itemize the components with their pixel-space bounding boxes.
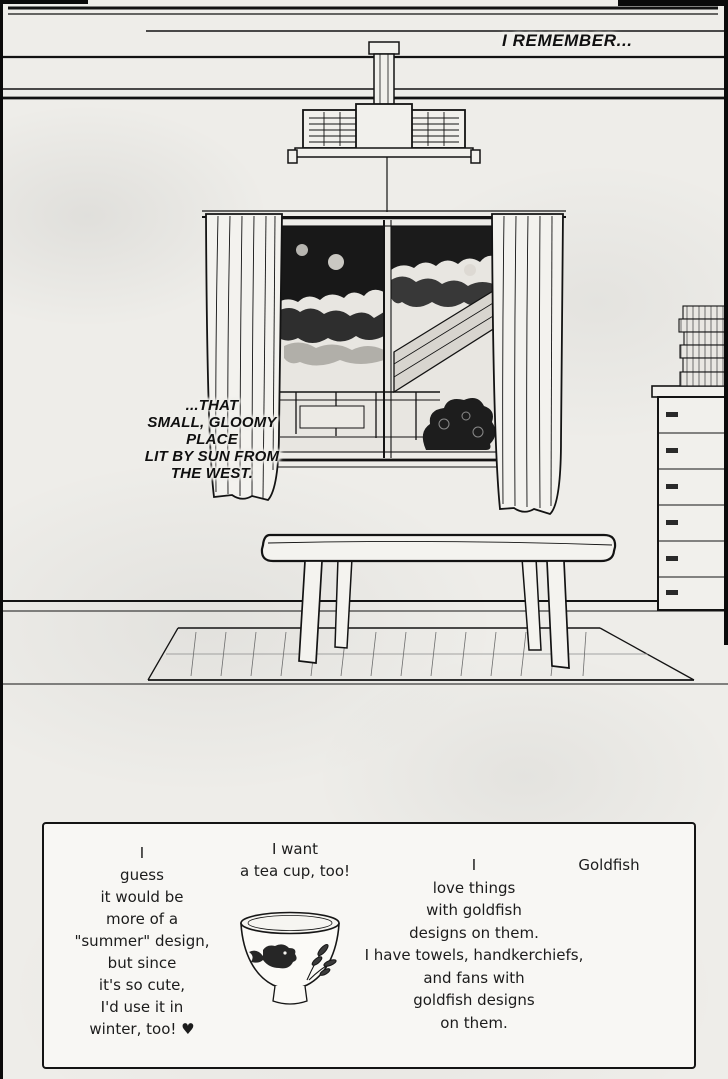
caption-line: THE WEST. — [170, 465, 254, 482]
caption-line: PLACE — [186, 431, 238, 448]
speech-line: "summer" design, — [74, 932, 210, 950]
room-scene-illustration — [0, 6, 728, 685]
speech-line: it's so cute, — [98, 976, 186, 994]
speech-left: I guess it would be more of a "summer" d… — [57, 842, 227, 1040]
goldfish-design-icon — [249, 944, 297, 969]
chest-of-drawers-illustration — [651, 385, 728, 611]
page-edge-right — [724, 0, 728, 645]
bench-illustration — [260, 533, 617, 669]
speech-line: goldfish designs — [413, 991, 535, 1009]
goldfish-label: Goldfish — [578, 856, 640, 874]
speech-middle: I want a tea cup, too! — [215, 838, 375, 882]
speech-line: and fans with — [423, 968, 525, 987]
page-edge-top-right — [618, 0, 728, 6]
speech-line: I'd use it in — [100, 998, 184, 1016]
speech-line: love things — [432, 878, 516, 897]
speech-line: on them. — [440, 1013, 508, 1032]
caption-line: LIT BY SUN FROM — [144, 448, 280, 465]
book-stack-illustration — [678, 305, 728, 387]
speech-line: a tea cup, too! — [239, 862, 351, 880]
window-illustration — [202, 210, 566, 468]
caption-line: ...THAT — [185, 397, 239, 414]
speech-line: I want — [271, 840, 319, 858]
speech-line: it would be — [100, 888, 184, 906]
speech-line: but since — [107, 954, 177, 972]
caption-small-gloomy-place: ...THAT SMALL, GLOOMY PLACE LIT BY SUN F… — [118, 397, 306, 482]
caption-line: SMALL, GLOOMY — [147, 414, 277, 431]
caption-i-remember: I REMEMBER... — [502, 31, 633, 50]
storm-clouds — [276, 226, 498, 366]
speed-lines — [0, 6, 728, 100]
curtains-illustration — [205, 213, 564, 516]
tea-bowl-illustration — [240, 911, 340, 1005]
speech-line: designs on them. — [409, 923, 539, 942]
speech-line: I have towels, handkerchiefs, — [364, 946, 584, 964]
speech-right: I love things with goldfish designs on t… — [354, 854, 594, 1034]
bush — [422, 398, 496, 450]
translator-note-panel: I guess it would be more of a "summer" d… — [42, 822, 696, 1069]
speech-line: with goldfish — [426, 901, 522, 919]
speech-line: more of a — [105, 910, 179, 928]
page-edge-top-left — [0, 0, 88, 4]
plant-sprig-icon — [306, 944, 337, 981]
speech-line: winter, too! ♥ — [89, 1020, 195, 1038]
speech-line: I — [471, 856, 477, 874]
speech-line: guess — [120, 866, 164, 884]
speech-line: I — [139, 844, 145, 862]
ceiling-lamp-icon — [287, 41, 481, 212]
tatami-floor-illustration — [0, 600, 728, 685]
veranda — [280, 391, 442, 440]
page-edge-left — [0, 0, 3, 1079]
